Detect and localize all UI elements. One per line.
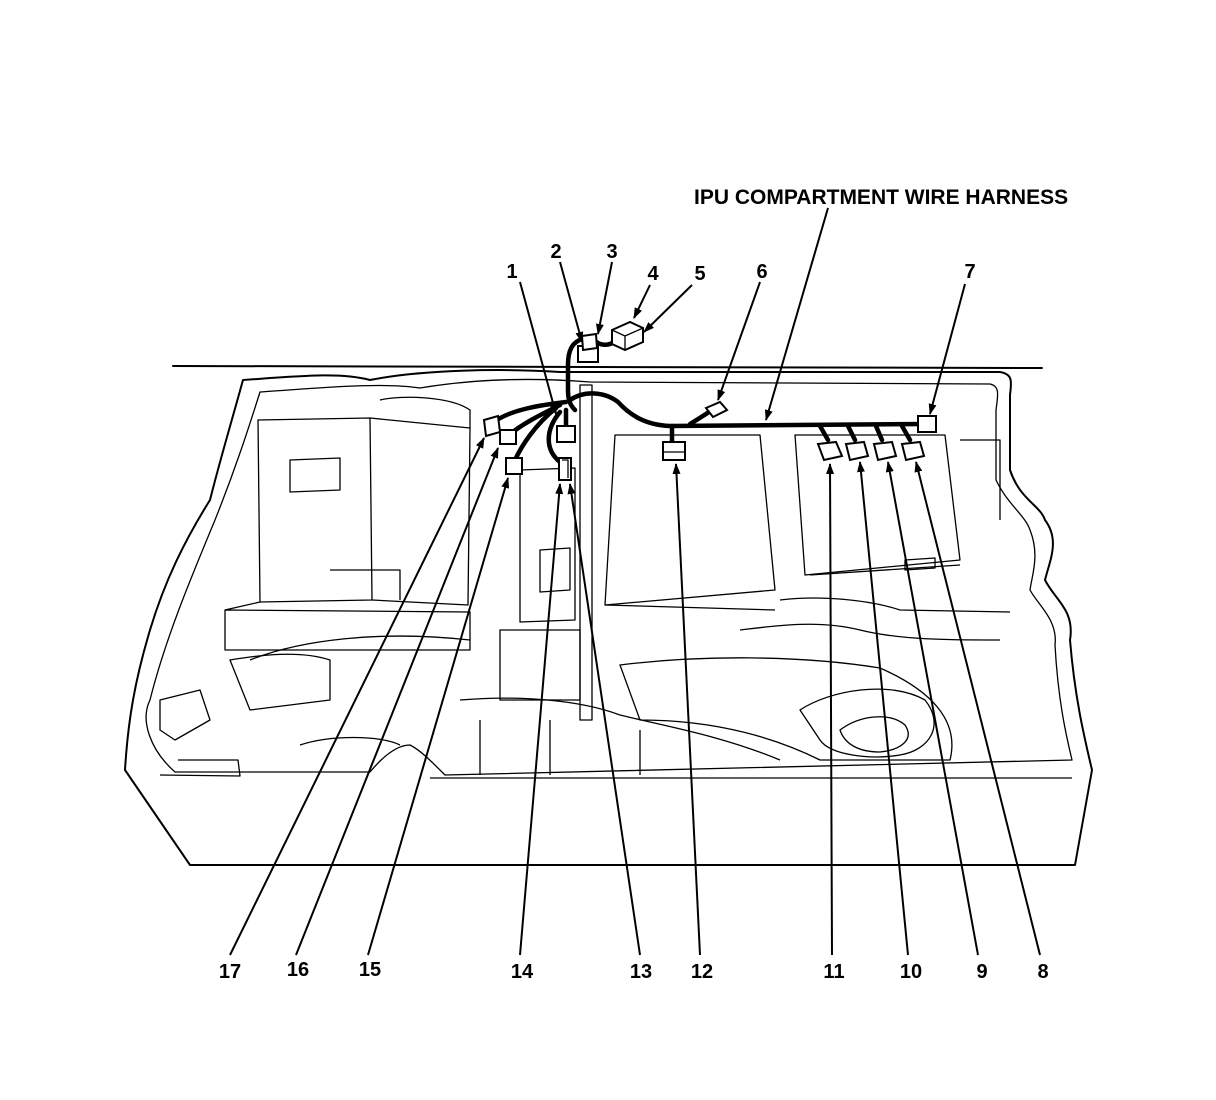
connector-6	[704, 400, 729, 419]
callout-numbers: 1 2 3 4 5 6 7 8 9 10 11 12 13 14 15 16 1…	[219, 241, 1049, 983]
connector-13	[558, 457, 572, 481]
connector-4	[611, 320, 644, 352]
leader-lines	[229, 207, 1041, 956]
callout-16: 16	[287, 959, 309, 981]
connector-9	[872, 440, 898, 462]
connector-17	[482, 414, 502, 438]
callout-10: 10	[900, 961, 922, 983]
callout-7: 7	[964, 261, 975, 283]
connector-16	[499, 429, 517, 445]
connector-11	[816, 440, 844, 462]
callout-15: 15	[359, 959, 381, 981]
connector-1	[556, 425, 576, 443]
connector-8	[900, 440, 926, 462]
callout-5: 5	[694, 263, 705, 285]
callout-12: 12	[691, 961, 713, 983]
callout-8: 8	[1037, 961, 1048, 983]
callout-4: 4	[647, 263, 659, 285]
connector-3	[580, 332, 599, 352]
callout-17: 17	[219, 961, 241, 983]
callout-14: 14	[511, 961, 534, 983]
connector-15	[505, 457, 523, 475]
compartment-tray-outline	[124, 369, 1093, 866]
callout-3: 3	[606, 241, 617, 263]
callout-6: 6	[756, 261, 767, 283]
connector-12	[662, 441, 686, 461]
connector-10	[844, 440, 870, 462]
callout-2: 2	[550, 241, 561, 263]
callout-11: 11	[823, 961, 844, 983]
callout-1: 1	[506, 261, 517, 283]
diagram-title: IPU COMPARTMENT WIRE HARNESS	[694, 186, 1068, 209]
connector-7	[917, 415, 937, 433]
compartment-drawing	[124, 365, 1093, 866]
connectors	[482, 320, 937, 481]
callout-13: 13	[630, 961, 652, 983]
callout-9: 9	[976, 961, 987, 983]
